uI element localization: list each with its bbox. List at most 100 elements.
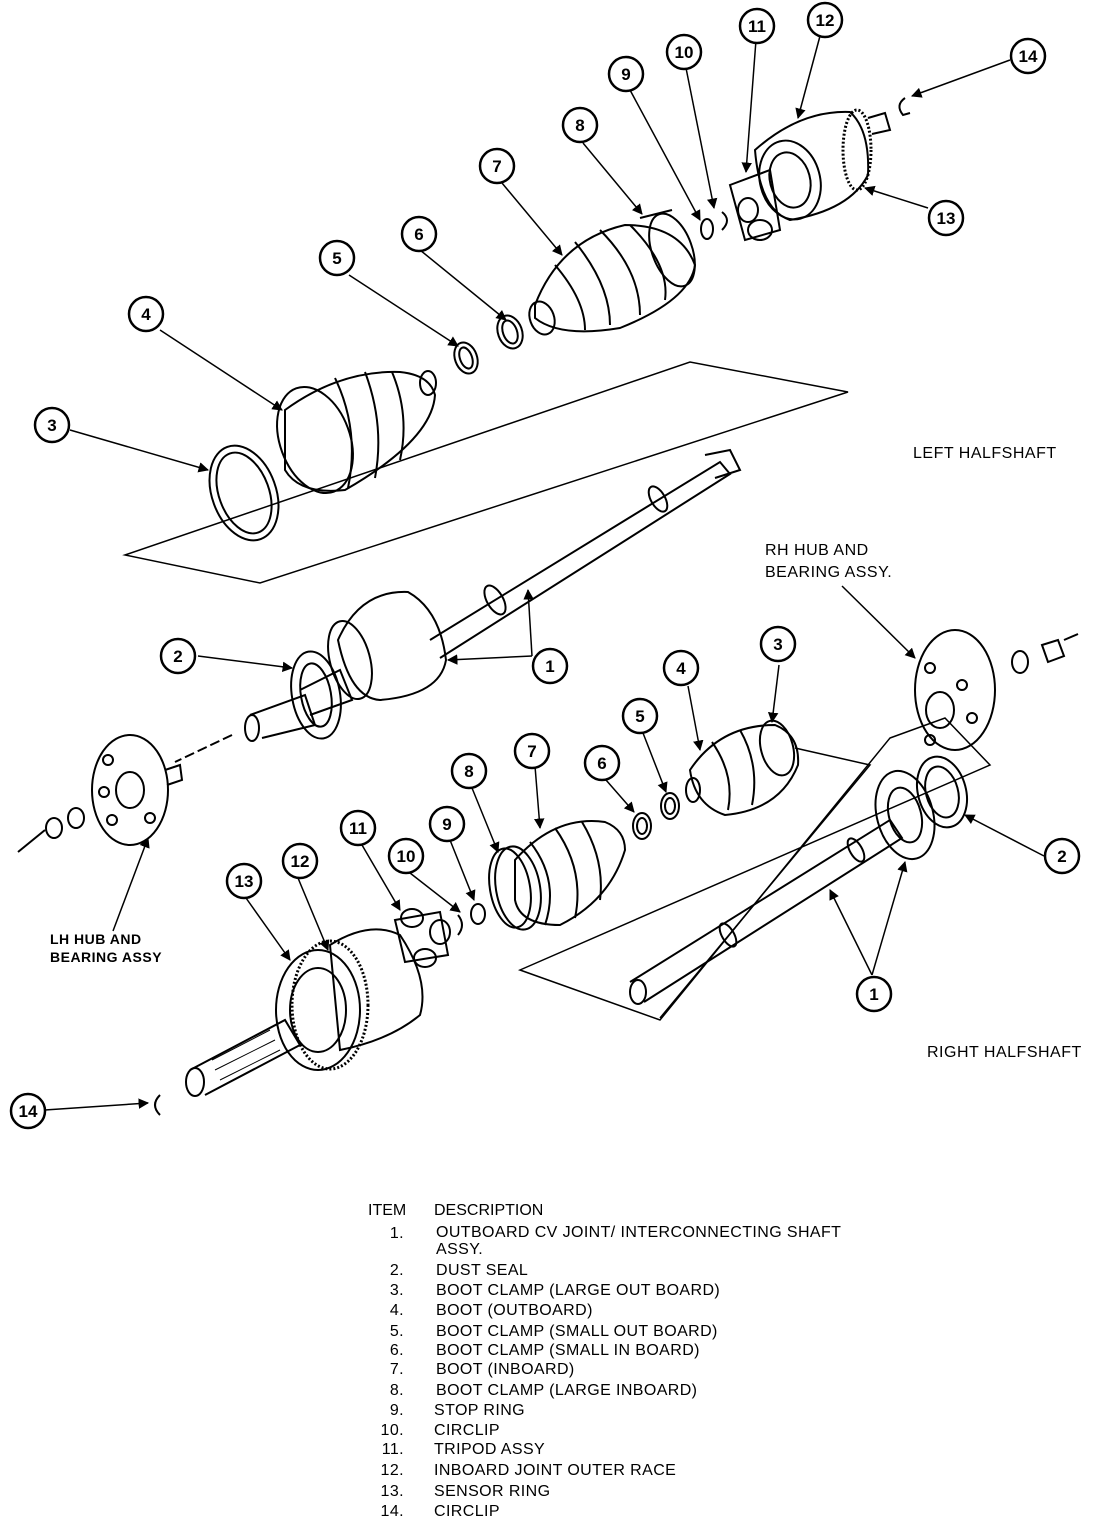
rh-hub-bearing-assy <box>914 629 1079 751</box>
svg-text:7: 7 <box>527 742 536 761</box>
legend-item-description: OUTBOARD CV JOINT/ INTERCONNECTING SHAFT… <box>436 1224 842 1258</box>
legend-item-description: BOOT CLAMP (SMALL OUT BOARD) <box>436 1323 718 1340</box>
callout-12-bottom: 12 <box>281 842 319 880</box>
callout-14-top: 14 <box>1009 37 1047 75</box>
left-boot-clamp-small-outboard <box>453 341 479 375</box>
right-halfshaft-label: RIGHT HALFSHAFT <box>927 1044 1082 1061</box>
legend-item-number: 10. <box>380 1422 404 1439</box>
legend-item-description: DUST SEAL <box>436 1262 529 1279</box>
callout-2-top: 2 <box>159 637 197 675</box>
svg-text:13: 13 <box>235 872 254 891</box>
lh-hub-bearing-assy <box>17 734 233 853</box>
right-stub-shaft <box>185 1018 302 1097</box>
callout-7-top: 7 <box>478 147 516 185</box>
svg-text:5: 5 <box>635 707 644 726</box>
legend-item-number: 3. <box>389 1282 404 1299</box>
rh-hub-label-line2: BEARING ASSY. <box>765 564 893 581</box>
callout-12-top: 12 <box>806 1 844 39</box>
left-boot-clamp-large-inboard <box>639 209 696 288</box>
right-circlip <box>457 914 463 936</box>
left-circlip-14 <box>898 97 911 117</box>
svg-text:7: 7 <box>492 157 501 176</box>
left-boot-clamp-small-inboard <box>496 314 524 350</box>
legend-item-number: 5. <box>389 1323 404 1340</box>
svg-text:1: 1 <box>869 985 878 1004</box>
callout-10-bottom: 10 <box>387 837 425 875</box>
legend-item-number: 8. <box>389 1382 404 1399</box>
callout-1-bottom: 1 <box>855 975 893 1013</box>
left-dust-seal <box>290 650 342 740</box>
left-boot-outboard <box>276 370 437 495</box>
svg-text:6: 6 <box>597 754 606 773</box>
right-interconnecting-shaft <box>629 818 904 1005</box>
right-dust-seal <box>916 755 968 829</box>
legend-item-description: BOOT CLAMP (SMALL IN BOARD) <box>436 1342 700 1359</box>
svg-text:2: 2 <box>1057 847 1066 866</box>
callout-9-bottom: 9 <box>428 805 466 843</box>
left-boot-clamp-large-outboard <box>208 444 280 542</box>
left-stop-ring <box>700 218 714 240</box>
callout-11-top: 11 <box>738 7 776 45</box>
left-circlip <box>721 211 728 231</box>
legend-item-number: 11. <box>381 1441 404 1458</box>
legend-item-number: 2. <box>389 1262 404 1279</box>
halfshaft-exploded-diagram: 14 13 12 11 10 9 8 7 6 5 4 3 2 1 3 4 5 6… <box>9 1 1081 1130</box>
left-interconnecting-shaft <box>429 448 742 659</box>
legend-item-number: 4. <box>389 1302 404 1319</box>
svg-text:1: 1 <box>545 657 554 676</box>
callout-1-top: 1 <box>531 647 569 685</box>
right-tripod-assy <box>393 908 451 968</box>
callout-5-top: 5 <box>318 239 356 277</box>
left-tripod-assy <box>728 168 782 242</box>
right-inboard-joint-outer-race <box>275 928 424 1071</box>
svg-text:12: 12 <box>816 11 835 30</box>
legend-item-number: 1. <box>389 1225 404 1242</box>
svg-text:3: 3 <box>773 635 782 654</box>
svg-text:10: 10 <box>675 43 694 62</box>
svg-text:9: 9 <box>442 815 451 834</box>
callout-13-bottom: 13 <box>225 862 263 900</box>
left-explode-guide <box>122 361 849 584</box>
callout-7-bottom: 7 <box>513 732 551 770</box>
svg-text:14: 14 <box>1019 47 1038 66</box>
legend-item-number: 14. <box>380 1503 404 1520</box>
legend-item-header: ITEM <box>368 1202 407 1219</box>
svg-text:4: 4 <box>676 659 686 678</box>
callout-4-top: 4 <box>127 295 165 333</box>
callout-5-bottom: 5 <box>621 697 659 735</box>
right-explode-guide <box>517 717 992 1021</box>
right-boot-inboard <box>514 820 627 927</box>
callouts: 14 13 12 11 10 9 8 7 6 5 4 3 2 1 3 4 5 6… <box>9 1 1081 1130</box>
svg-text:5: 5 <box>332 249 341 268</box>
svg-text:2: 2 <box>173 647 182 666</box>
legend-item-description: BOOT (OUTBOARD) <box>436 1302 593 1319</box>
svg-text:9: 9 <box>621 65 630 84</box>
callout-4-bottom: 4 <box>662 649 700 687</box>
legend-item-number: 13. <box>380 1483 404 1500</box>
legend-item-number: 9. <box>389 1402 404 1419</box>
right-boot-clamp-small-outboard <box>660 792 680 820</box>
lh-hub-label-line1: LH HUB AND <box>50 931 142 947</box>
right-boot-clamp-small-inboard <box>632 812 652 840</box>
right-sensor-ring <box>290 939 370 1071</box>
callout-9-top: 9 <box>607 55 645 93</box>
callout-6-top: 6 <box>400 215 438 253</box>
legend-item-description: BOOT (INBOARD) <box>436 1361 575 1378</box>
legend-item-description: TRIPOD ASSY <box>434 1441 546 1458</box>
svg-text:8: 8 <box>575 116 584 135</box>
callout-2-bottom: 2 <box>1043 837 1081 875</box>
rh-hub-label-line1: RH HUB AND <box>765 542 869 559</box>
lh-hub-label-line2: BEARING ASSY <box>50 949 163 965</box>
legend-item-description: SENSOR RING <box>434 1483 551 1500</box>
callout-3-top: 3 <box>33 406 71 444</box>
svg-text:11: 11 <box>748 17 766 36</box>
legend-item-number: 12. <box>380 1462 404 1479</box>
left-inboard-joint-outer-race <box>753 110 892 222</box>
legend-item-number: 7. <box>389 1361 404 1378</box>
svg-text:6: 6 <box>414 225 423 244</box>
callout-11-bottom: 11 <box>339 809 377 847</box>
left-halfshaft-label: LEFT HALFSHAFT <box>913 445 1057 462</box>
svg-text:13: 13 <box>937 209 956 228</box>
callout-6-bottom: 6 <box>583 744 621 782</box>
legend-item-description: STOP RING <box>434 1402 526 1419</box>
